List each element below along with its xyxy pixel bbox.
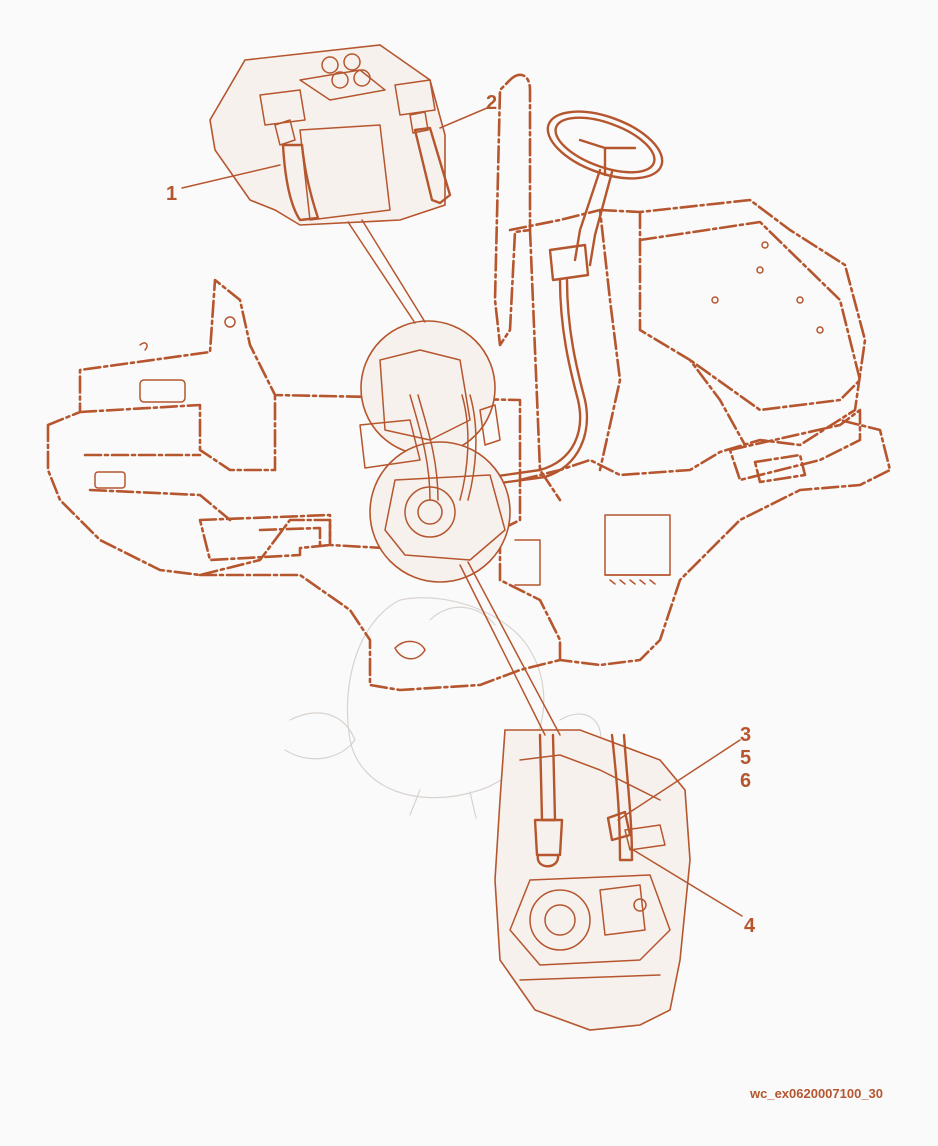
callout-4: 4 — [744, 915, 756, 937]
leader-line-1 — [181, 164, 281, 189]
watermark — [284, 597, 602, 819]
machine-chassis — [46, 73, 892, 692]
steering-hose — [468, 278, 589, 489]
pump-detail-circle — [359, 320, 511, 583]
steering-wheel — [546, 110, 664, 282]
callout-2: 2 — [486, 92, 497, 114]
leader-line-3 — [617, 739, 741, 821]
leader-line-2 — [439, 107, 488, 129]
callout-6: 6 — [740, 770, 751, 792]
callout-labels: 1 2 3 5 6 4 — [166, 92, 756, 937]
leader-lines — [181, 107, 743, 917]
callout-1: 1 — [166, 183, 177, 205]
inset-panel-bottom — [494, 729, 691, 1031]
inset-panel-top — [209, 44, 452, 226]
callout-5: 5 — [740, 747, 751, 769]
leader-line-4 — [629, 847, 743, 917]
detail-connector-lines — [347, 219, 561, 736]
callout-3: 3 — [740, 724, 751, 746]
figure-code: wc_ex0620007100_30 — [749, 1086, 883, 1101]
chassis-details — [94, 241, 824, 660]
